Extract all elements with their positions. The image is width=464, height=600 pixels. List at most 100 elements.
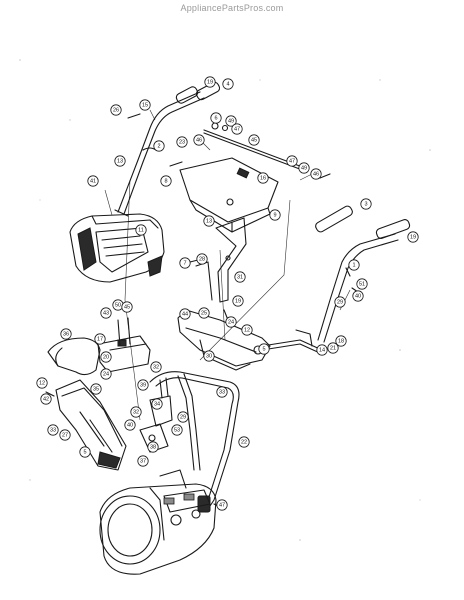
callout-circle (59, 429, 71, 441)
callout-label: 37 (140, 458, 146, 464)
callout-circle (196, 253, 208, 265)
callout-circle (204, 76, 216, 88)
callout-label: 30 (206, 353, 212, 359)
right-upper-handle (315, 205, 411, 343)
callout-circle (60, 328, 72, 340)
callout-circle (203, 215, 215, 227)
callout-label: 19 (410, 234, 416, 240)
callout-circle (298, 162, 310, 174)
callout-label: 34 (154, 401, 160, 407)
callout-label: 39 (140, 382, 146, 388)
callout-label: 19 (207, 79, 213, 85)
callout-circle (348, 259, 360, 271)
callout-circle (90, 383, 102, 395)
callout-label: 6 (214, 115, 217, 121)
callout-3: 3 (360, 198, 372, 210)
callout-6: 6 (210, 112, 222, 124)
callout-40: 40 (352, 290, 364, 302)
callout-label: 16 (260, 175, 266, 181)
callout-label: 27 (62, 432, 68, 438)
callout-label: 3 (364, 201, 367, 207)
callout-2: 2 (153, 140, 165, 152)
lower-handle-frame (149, 371, 240, 513)
callout-circle (100, 351, 112, 363)
callout-circle (87, 175, 99, 187)
callout-51: 51 (356, 278, 368, 290)
callout-circle (231, 123, 243, 135)
callout-label: 40 (127, 422, 133, 428)
callout-label: 45 (124, 304, 130, 310)
callout-label: 49 (301, 165, 307, 171)
callout-circle (334, 296, 346, 308)
callout-label: 46 (196, 137, 202, 143)
callout-label: 51 (359, 281, 365, 287)
callout-17: 17 (94, 333, 106, 345)
callout-circle (147, 441, 159, 453)
callout-label: 25 (201, 310, 207, 316)
callout-circle (216, 499, 228, 511)
callout-46: 46 (310, 168, 322, 180)
callout-circle (177, 411, 189, 423)
callout-circle (130, 406, 142, 418)
callout-circle (234, 271, 246, 283)
callout-label: 49 (228, 118, 234, 124)
callout-circle (171, 424, 183, 436)
discharge-chute (47, 317, 151, 376)
callout-27: 27 (59, 429, 71, 441)
callout-circle (135, 224, 147, 236)
fasteners (45, 113, 359, 507)
callout-circle (360, 198, 372, 210)
callout-label: 19 (235, 298, 241, 304)
callout-19: 19 (232, 295, 244, 307)
left-upper-handle (114, 91, 205, 217)
callout-5: 5 (79, 446, 91, 458)
callout-circle (137, 379, 149, 391)
callout-50: 50 (112, 299, 124, 311)
callout-53: 53 (171, 424, 183, 436)
callout-5: 5 (258, 343, 270, 355)
callout-35: 35 (90, 383, 102, 395)
engine-cover (69, 213, 165, 283)
callout-label: 2 (157, 143, 160, 149)
callout-label: 18 (338, 338, 344, 344)
callout-47: 47 (216, 499, 228, 511)
callout-circle (94, 333, 106, 345)
callout-label: 5 (262, 346, 265, 352)
callout-label: 46 (313, 171, 319, 177)
callout-circle (286, 155, 298, 167)
callout-47: 47 (231, 123, 243, 135)
callout-29: 29 (334, 296, 346, 308)
callout-label: 29 (180, 414, 186, 420)
callout-12: 12 (241, 324, 253, 336)
callout-label: 29 (337, 299, 343, 305)
callout-23: 23 (176, 136, 188, 148)
callout-circle (79, 446, 91, 458)
callout-13: 13 (114, 155, 126, 167)
callout-circle (100, 307, 112, 319)
callout-circle (335, 335, 347, 347)
callout-36: 36 (60, 328, 72, 340)
callout-label: 9 (273, 212, 276, 218)
callout-12: 12 (36, 377, 48, 389)
callout-30: 30 (203, 350, 215, 362)
callout-label: 33 (50, 427, 56, 433)
callout-29: 29 (177, 411, 189, 423)
callout-circle (225, 115, 237, 127)
callout-circle (137, 455, 149, 467)
callout-label: 22 (241, 439, 247, 445)
callout-15: 15 (139, 99, 151, 111)
callout-circle (203, 350, 215, 362)
callout-circle (151, 398, 163, 410)
callout-circle (179, 257, 191, 269)
callout-label: 33 (219, 389, 225, 395)
callout-28: 28 (196, 253, 208, 265)
callout-circle (257, 172, 269, 184)
callout-42: 42 (40, 393, 52, 405)
callout-circle (153, 140, 165, 152)
callout-circle (47, 424, 59, 436)
callout-circle (179, 308, 191, 320)
callout-label: 24 (228, 319, 234, 325)
callout-circle (258, 343, 270, 355)
callout-circle (310, 168, 322, 180)
callout-label: 11 (138, 227, 144, 233)
